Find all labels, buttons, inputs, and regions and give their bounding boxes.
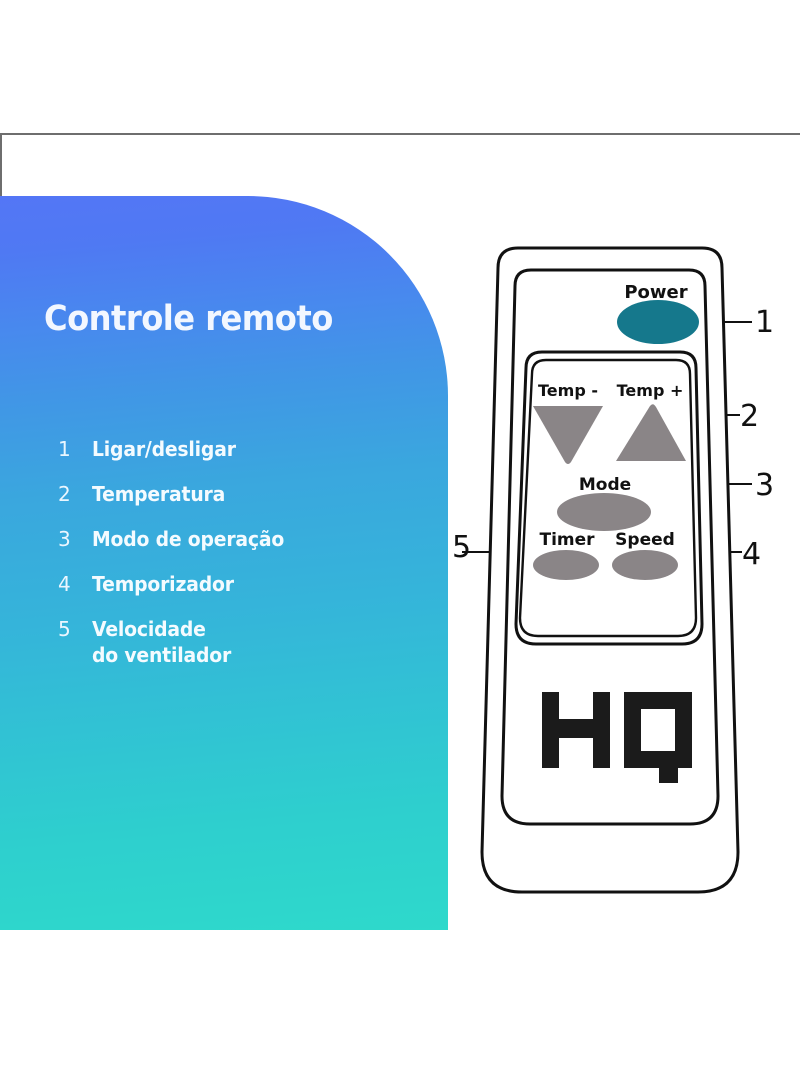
timer-button [533,550,599,580]
callout-number-2: 2 [740,399,760,434]
callout-number-1: 1 [755,305,775,340]
list-item: 2 Temperatura [58,481,418,507]
hq-logo [542,692,692,783]
list-item-label: Temporizador [92,572,234,596]
feature-list: 1 Ligar/desligar 2 Temperatura 3 Modo de… [58,436,418,687]
temp-up-button [616,404,686,461]
speed-button [612,550,678,580]
mode-button [557,493,651,531]
list-item: 5 Velocidade do ventilador [58,616,418,668]
remote-control-illustration: Power Temp - Temp + Mode Timer Speed [440,240,800,920]
info-panel [0,196,448,930]
list-item-number: 4 [58,572,71,596]
list-item-label: Ligar/desligar [92,437,236,461]
list-item-label: Velocidade do ventilador [92,617,232,667]
list-item-number: 1 [58,437,71,461]
list-item-label: Temperatura [92,482,226,506]
list-item-number: 2 [58,482,71,506]
timer-label: Timer [539,530,595,550]
card-top-border [0,133,800,135]
temp-up-label: Temp + [617,381,684,400]
page-title: Controle remoto [44,299,333,339]
callout-number-3: 3 [755,468,775,503]
callout-number-5: 5 [452,530,472,565]
power-button [617,300,699,344]
list-item-number: 5 [58,617,71,641]
temp-down-label: Temp - [538,381,598,400]
list-item-number: 3 [58,527,71,551]
temp-down-button [533,406,603,464]
keypad-recess-inner [518,358,698,638]
list-item: 3 Modo de operação [58,526,418,552]
callout-number-4: 4 [742,537,762,572]
list-item: 4 Temporizador [58,571,418,597]
list-item-label: Modo de operação [92,527,285,551]
list-item: 1 Ligar/desligar [58,436,418,462]
speed-label: Speed [615,530,675,550]
power-label: Power [624,282,687,303]
mode-label: Mode [579,475,631,495]
